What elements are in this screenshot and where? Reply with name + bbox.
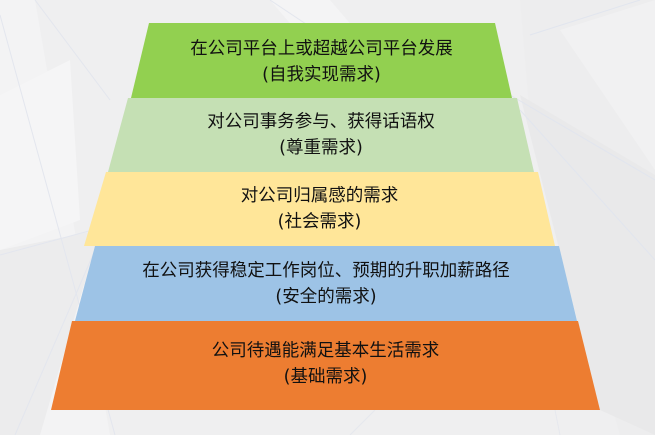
layer-subtitle: (基础需求): [283, 366, 368, 387]
pyramid-layer-esteem: 对公司事务参与、获得话语权 (尊重需求): [108, 98, 534, 172]
pyramid-layer-safety: 在公司获得稳定工作岗位、预期的升职加薪路径 (安全的需求): [75, 246, 577, 321]
pyramid-layer-basic: 公司待遇能满足基本生活需求 (基础需求): [51, 321, 600, 410]
layer-subtitle: (自我实现需求): [262, 64, 381, 85]
layer-title: 公司待遇能满足基本生活需求: [211, 340, 440, 361]
pyramid-layer-self-actualization: 在公司平台上或超越公司平台发展 (自我实现需求): [131, 23, 512, 98]
layer-subtitle: (社会需求): [277, 212, 362, 232]
layer-subtitle: (尊重需求): [279, 138, 363, 158]
layer-title: 对公司归属感的需求: [240, 186, 399, 206]
layer-title: 在公司平台上或超越公司平台发展: [190, 38, 453, 59]
layer-title: 对公司事务参与、获得话语权: [207, 112, 435, 132]
pyramid-layer-social: 对公司归属感的需求 (社会需求): [84, 172, 555, 246]
layer-subtitle: (安全的需求): [275, 286, 377, 307]
layer-title: 在公司获得稳定工作岗位、预期的升职加薪路径: [142, 260, 510, 281]
